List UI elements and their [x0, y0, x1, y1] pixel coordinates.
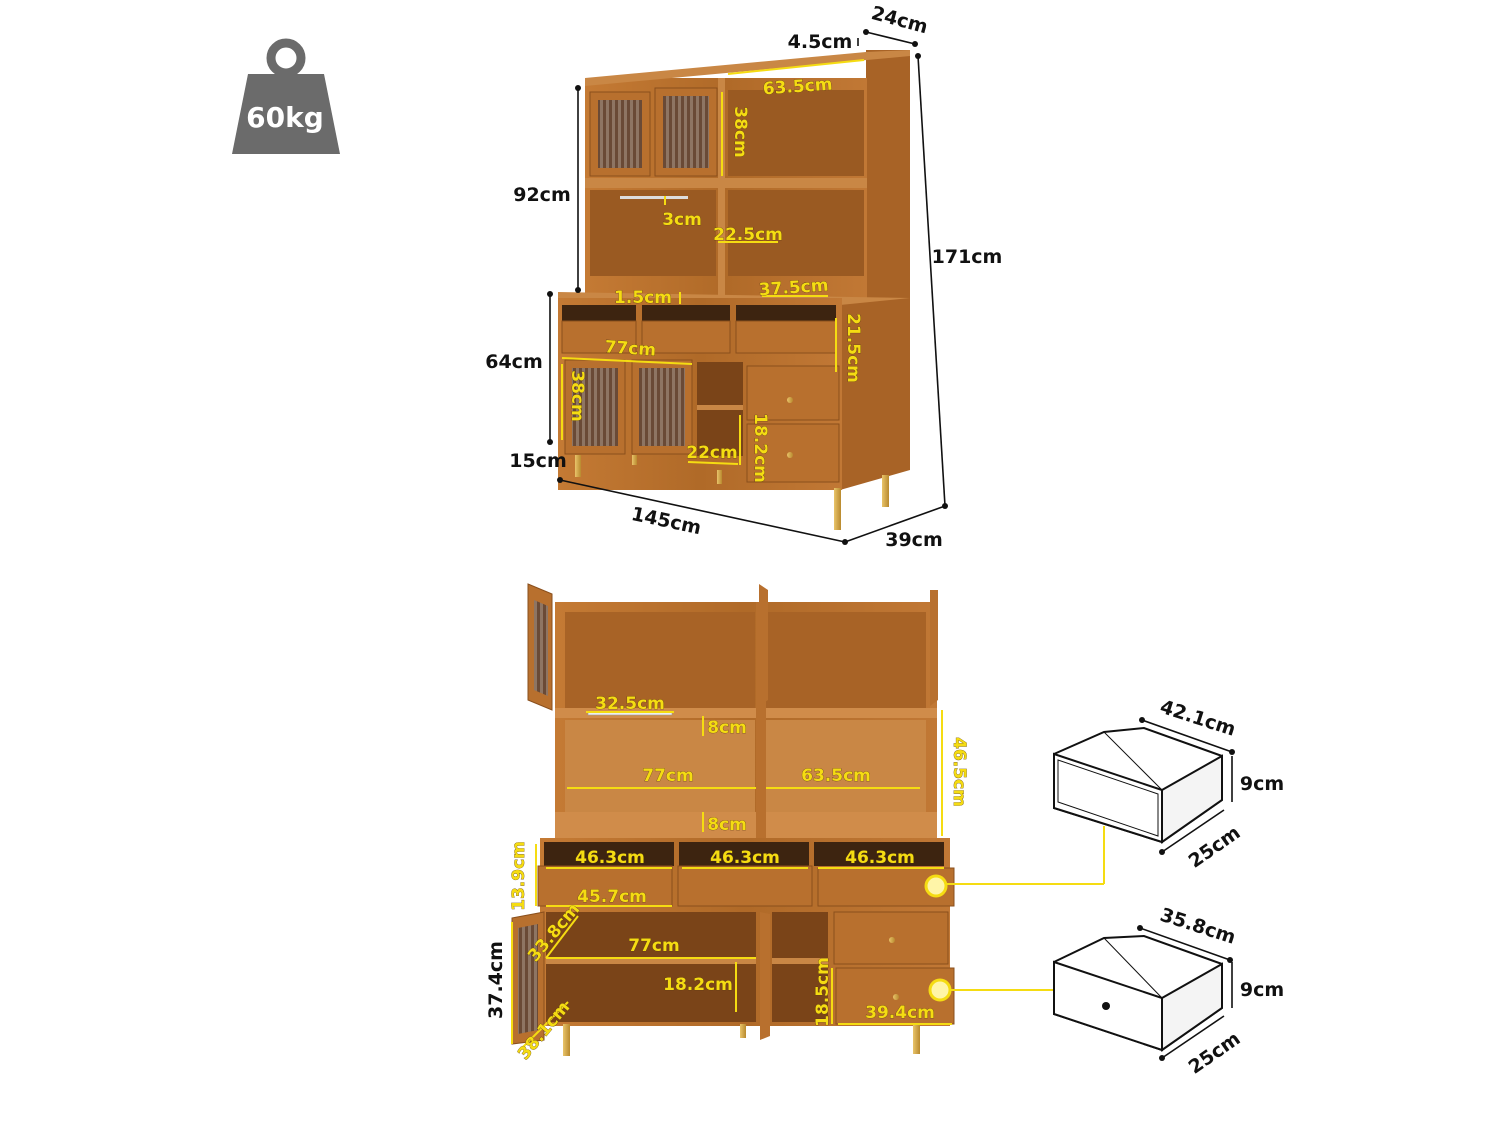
right-open-width-label: 63.5cm — [801, 766, 871, 786]
drawer2-height-detail-label: 9cm — [1240, 979, 1284, 1001]
drawer2-width-detail-label: 35.8cm — [1157, 904, 1238, 949]
drawer1-depth-detail-label: 25cm — [1185, 822, 1245, 873]
leg-height-label: 15cm — [509, 450, 567, 472]
left-open-width-label: 77cm — [642, 766, 693, 786]
height-total-label: 171cm — [932, 246, 1003, 268]
cube-height-label: 18.2cm — [750, 413, 770, 483]
drawer1-width-label: 46.3cm — [575, 848, 645, 868]
assembled-cabinet-illustration — [558, 50, 910, 530]
drawer1-width-detail-label: 42.1cm — [1157, 696, 1238, 741]
drawer-detail-2 — [1053, 925, 1233, 1061]
drawer-width-label: 37.5cm — [758, 276, 829, 301]
drawer3-width-label: 46.3cm — [845, 848, 915, 868]
compartment-height-label: 18.2cm — [663, 975, 733, 995]
cabinet-width-label: 77cm — [604, 337, 657, 361]
hutch-open-height-label: 46.5cm — [949, 737, 969, 807]
side-drawer-height-label: 18.5cm — [813, 957, 833, 1027]
height-hutch-label: 92cm — [513, 184, 571, 206]
cube-width-label: 22cm — [686, 443, 737, 463]
shelf-gap-label: 22.5cm — [713, 225, 783, 245]
depth-top-label: 24cm — [869, 2, 930, 38]
rod-length-label: 32.5cm — [595, 694, 665, 714]
top-view-inner-lines — [561, 59, 865, 465]
drawer1-height-detail-label: 9cm — [1240, 773, 1284, 795]
top-thickness-label: 4.5cm — [788, 31, 853, 53]
drawer-knob-icon — [1102, 1002, 1110, 1010]
drawer-front-width-label: 45.7cm — [577, 887, 647, 907]
gap-small-label: 1.5cm — [614, 288, 672, 308]
drawer-front-height-label: 13.9cm — [509, 841, 529, 911]
counter-gap-label: 8cm — [707, 815, 747, 835]
rod-gap-label: 3cm — [662, 210, 702, 230]
open-view-inner-lines — [511, 710, 1105, 1051]
drawer-height-label: 21.5cm — [843, 313, 863, 383]
rod-drop-label: 8cm — [707, 718, 747, 738]
drawer2-depth-detail-label: 25cm — [1185, 1028, 1245, 1079]
cabinet-width-open-label: 77cm — [628, 936, 679, 956]
open-cabinet-illustration — [511, 583, 955, 1056]
depth-base-label: 39cm — [885, 529, 943, 551]
top-view-dimension-lines — [547, 29, 948, 545]
cabinet-door-height-label: 38cm — [567, 370, 587, 421]
drawer-detail-1 — [1053, 717, 1235, 855]
weight-label: 60kg — [246, 101, 324, 134]
door-height-open-label: 37.4cm — [485, 941, 507, 1019]
door-height-label: 38cm — [730, 106, 750, 157]
height-base-label: 64cm — [485, 351, 543, 373]
weight-icon — [232, 38, 340, 154]
side-drawer-width-label: 39.4cm — [865, 1003, 935, 1023]
drawer2-width-label: 46.3cm — [710, 848, 780, 868]
